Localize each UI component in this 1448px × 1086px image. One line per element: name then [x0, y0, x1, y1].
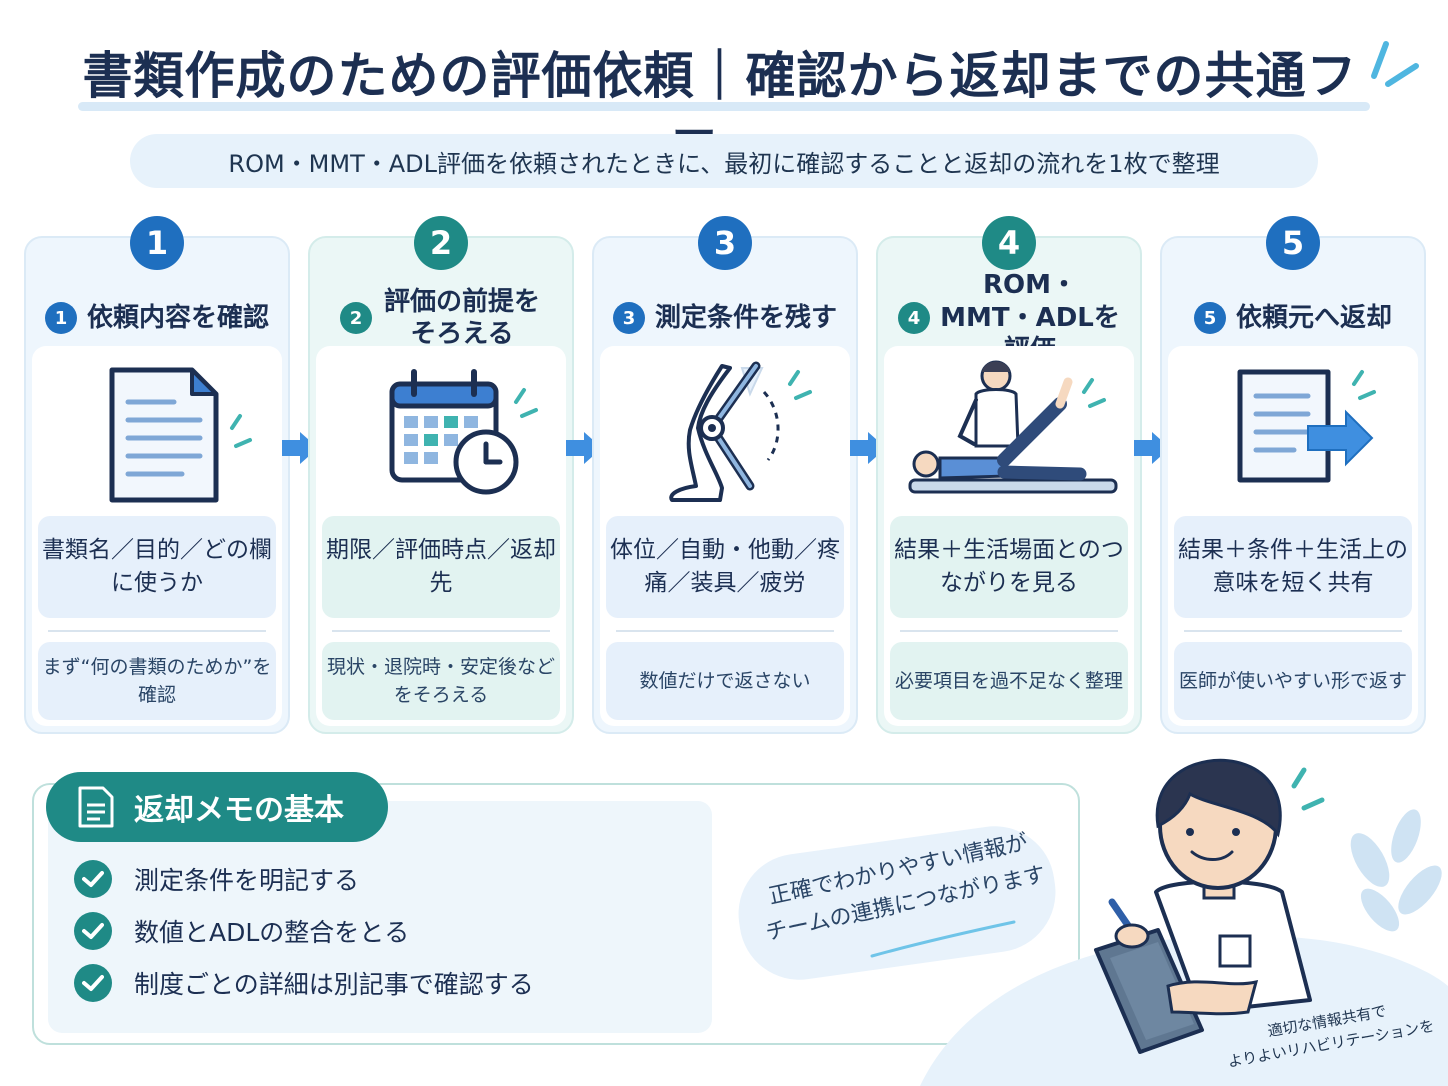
step-title: 評価の前提をそろえる: [383, 286, 540, 350]
step-note: 現状・退院時・安定後などをそろえる: [322, 642, 560, 720]
step-number-badge: 3: [698, 216, 752, 270]
step-card-3: 3 3 測定条件を残す 体位／自動・他動／疼痛／装具／疲労 数値だけで返さない: [592, 216, 858, 734]
memo-item: 制度ごとの詳細は別記事で確認する: [74, 964, 534, 1002]
divider: [900, 630, 1118, 632]
divider: [48, 630, 266, 632]
check-icon: [74, 964, 112, 1002]
step-header: 1 依頼内容を確認: [26, 282, 288, 354]
step-number-badge: 5: [1266, 216, 1320, 270]
step-card-4: 4 4 ROM・MMT・ADLを評価 結果＋生活場面とのつながりを見る 必要項目…: [876, 216, 1142, 734]
divider: [616, 630, 834, 632]
memo-item: 測定条件を明記する: [74, 860, 359, 898]
step-description: 結果＋生活場面とのつながりを見る: [890, 516, 1128, 618]
step-body: 結果＋条件＋生活上の意味を短く共有 医師が使いやすい形で返す: [1168, 346, 1418, 726]
step-body: 結果＋生活場面とのつながりを見る 必要項目を過不足なく整理: [884, 346, 1134, 726]
step-body: 書類名／目的／どの欄に使うか まず“何の書類のためか”を確認: [32, 346, 282, 726]
subtitle-banner: ROM・MMT・ADL評価を依頼されたときに、最初に確認することと返却の流れを1…: [130, 134, 1318, 188]
check-icon: [74, 912, 112, 950]
step-description: 体位／自動・他動／疼痛／装具／疲労: [606, 516, 844, 618]
document-send-icon: [1237, 369, 1376, 483]
knee-goniometer-icon: [669, 361, 812, 502]
step-header: 3 測定条件を残す: [594, 282, 856, 354]
quote-swoosh: [870, 920, 1016, 958]
step-card-5: 5 5 依頼元へ返却 結果＋条件＋生活上の意味を短く共有 医師が使いやすい形で返…: [1160, 216, 1426, 734]
title-underline: [78, 102, 1370, 111]
step-title: 測定条件を残す: [654, 302, 837, 333]
step-number-badge: 4: [982, 216, 1036, 270]
step-note: まず“何の書類のためか”を確認: [38, 642, 276, 720]
memo-title: 返却メモの基本: [134, 793, 344, 828]
memo-document-icon: [78, 786, 114, 828]
step-number-badge: 2: [414, 216, 468, 270]
calendar-clock-icon: [389, 369, 538, 495]
step-mini-number: 1: [44, 302, 77, 334]
step-note: 医師が使いやすい形で返す: [1174, 642, 1412, 720]
step-card-1: 1 1 依頼内容を確認 書類名／目的／どの欄に使うか まず“何の書類のためか”を…: [24, 216, 290, 734]
step-mini-number: 5: [1193, 302, 1226, 334]
step-number-badge: 1: [130, 216, 184, 270]
sparkle-icon: [1371, 41, 1419, 87]
memo-panel: [32, 783, 1080, 1045]
memo-item: 数値とADLの整合をとる: [74, 912, 409, 950]
step-description: 期限／評価時点／返却先: [322, 516, 560, 618]
step-description: 書類名／目的／どの欄に使うか: [38, 516, 276, 618]
memo-header: 返却メモの基本: [46, 772, 388, 842]
therapist-clipboard-illustration: [920, 758, 1448, 1086]
memo-item-text: 測定条件を明記する: [134, 866, 360, 895]
step-mini-number: 3: [612, 302, 645, 334]
step-mini-number: 2: [340, 302, 372, 334]
step-header: 5 依頼元へ返却: [1162, 282, 1424, 354]
step-header: 4 ROM・MMT・ADLを評価: [878, 270, 1140, 365]
therapist-patient-icon: [908, 360, 1118, 494]
step-title: 依頼内容を確認: [86, 302, 269, 333]
divider: [332, 630, 550, 632]
step-body: 体位／自動・他動／疼痛／装具／疲労 数値だけで返さない: [600, 346, 850, 726]
step-description: 結果＋条件＋生活上の意味を短く共有: [1174, 516, 1412, 618]
memo-item-text: 数値とADLの整合をとる: [134, 918, 410, 947]
step-body: 期限／評価時点／返却先 現状・退院時・安定後などをそろえる: [316, 346, 566, 726]
step-title: 依頼元へ返却: [1235, 302, 1392, 333]
step-header: 2 評価の前提をそろえる: [310, 282, 572, 354]
divider: [1184, 630, 1402, 632]
step-note: 数値だけで返さない: [606, 642, 844, 720]
step-mini-number: 4: [898, 302, 930, 334]
check-icon: [74, 860, 112, 898]
step-note: 必要項目を過不足なく整理: [890, 642, 1128, 720]
step-card-2: 2 2 評価の前提をそろえる 期限／評価時点／返却先 現状・退院時・安定後な: [308, 216, 574, 734]
memo-item-text: 制度ごとの詳細は別記事で確認する: [134, 970, 534, 999]
document-icon: [109, 367, 252, 503]
